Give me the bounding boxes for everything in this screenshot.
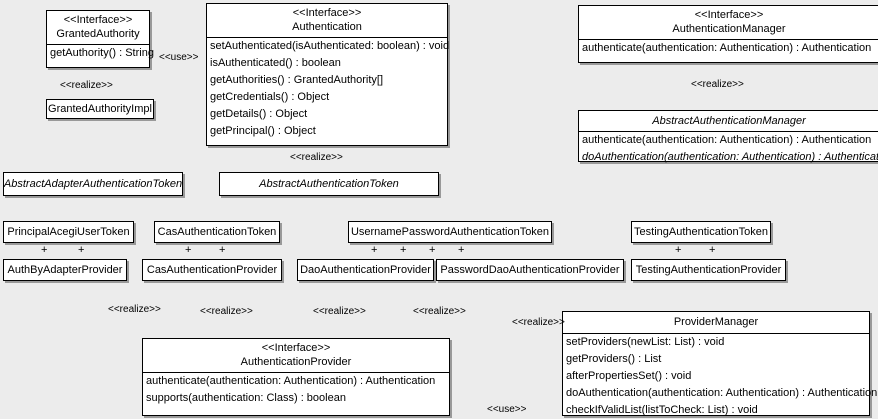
- edge-label-realize-abstract-authentication-manager: <<realize>>: [691, 79, 744, 90]
- member-row: getDetails() : Object: [210, 108, 308, 120]
- class-granted-authority-impl[interactable]: GrantedAuthorityImpl: [46, 99, 154, 119]
- member-row: getCredentials() : Object: [210, 91, 330, 103]
- member-row: getAuthority() : String: [50, 47, 154, 59]
- class-name: CasAuthenticationProvider: [146, 264, 278, 276]
- members-compartment: authenticate(authentication: Authenticat…: [579, 40, 878, 57]
- members-compartment: getAuthority() : String: [47, 45, 154, 62]
- member-row: authenticate(authentication: Authenticat…: [146, 375, 436, 387]
- edge-label-realize-testing-provider: <<realize>>: [512, 317, 565, 328]
- section-divider: [563, 333, 869, 334]
- class-name: PasswordDaoAuthenticationProvider: [440, 264, 620, 276]
- class-header: <<Interface>> Authentication: [207, 4, 447, 37]
- edge-label-realize-grantedauthorityimpl: <<realize>>: [60, 80, 113, 91]
- class-name: GrantedAuthority: [56, 28, 140, 40]
- class-principal-acegi-user-token[interactable]: PrincipalAcegiUserToken: [3, 221, 134, 243]
- assoc-multiplicity-marker: +: [185, 244, 192, 256]
- class-abstract-adapter-authentication-token[interactable]: AbstractAdapterAuthenticationToken: [3, 172, 183, 196]
- section-divider: [579, 131, 878, 132]
- class-name: Authentication: [292, 21, 362, 33]
- assoc-multiplicity-marker: +: [458, 244, 465, 256]
- class-authentication[interactable]: <<Interface>> Authentication setAuthenti…: [206, 3, 450, 146]
- member-row: getAuthorities() : GrantedAuthority[]: [210, 74, 384, 86]
- class-testing-authentication-provider[interactable]: TestingAuthenticationProvider: [631, 259, 786, 281]
- edge-label-realize-password-dao-provider: <<realize>>: [413, 306, 466, 317]
- stereotype-label: <<Interface>>: [694, 9, 764, 21]
- edge-label-realize-cas-provider: <<realize>>: [200, 306, 253, 317]
- class-name: GrantedAuthorityImpl: [48, 103, 152, 115]
- class-granted-authority[interactable]: <<Interface>> GrantedAuthority getAuthor…: [46, 10, 154, 68]
- class-authentication-manager[interactable]: <<Interface>> AuthenticationManager auth…: [578, 5, 878, 63]
- class-cas-authentication-provider[interactable]: CasAuthenticationProvider: [142, 259, 282, 281]
- class-header: <<Interface>> GrantedAuthority: [47, 11, 149, 44]
- class-header: <<Interface>> AuthenticationProvider: [143, 339, 449, 372]
- stereotype-label: <<Interface>>: [261, 342, 331, 354]
- member-row: checkIfValidList(listToCheck: List) : vo…: [566, 404, 758, 416]
- member-row: authenticate(authentication: Authenticat…: [582, 134, 872, 146]
- class-dao-authentication-provider[interactable]: DaoAuthenticationProvider: [297, 259, 434, 281]
- edge-label-use-provider-manager: <<use>>: [487, 404, 527, 415]
- class-cas-authentication-token[interactable]: CasAuthenticationToken: [154, 221, 280, 243]
- class-name: DaoAuthenticationProvider: [300, 264, 431, 276]
- assoc-multiplicity-marker: +: [709, 244, 716, 256]
- assoc-multiplicity-marker: +: [675, 244, 682, 256]
- members-compartment: authenticate(authentication: Authenticat…: [579, 132, 878, 166]
- member-row: setProviders(newList: List) : void: [566, 336, 725, 348]
- section-divider: [207, 37, 447, 38]
- assoc-multiplicity-marker: +: [219, 244, 226, 256]
- member-row: afterPropertiesSet() : void: [566, 370, 692, 382]
- class-name: UsernamePasswordAuthenticationToken: [350, 226, 550, 238]
- member-row: authenticate(authentication: Authenticat…: [582, 42, 872, 54]
- members-compartment: setAuthenticated(isAuthenticated: boolea…: [207, 38, 450, 140]
- member-row: doAuthentication(authentication: Authent…: [582, 151, 878, 163]
- class-testing-authentication-token[interactable]: TestingAuthenticationToken: [631, 221, 771, 243]
- member-row: setAuthenticated(isAuthenticated: boolea…: [210, 40, 450, 52]
- class-name: AbstractAuthenticationManager: [652, 115, 806, 127]
- section-divider: [579, 39, 878, 40]
- class-name: AbstractAuthenticationToken: [259, 178, 399, 190]
- class-name: TestingAuthenticationProvider: [635, 264, 782, 276]
- member-row: supports(authentication: Class) : boolea…: [146, 392, 346, 404]
- class-header: <<Interface>> AuthenticationManager: [579, 6, 878, 39]
- class-provider-manager[interactable]: ProviderManager setProviders(newList: Li…: [562, 311, 878, 419]
- member-row: getProviders() : List: [566, 353, 662, 365]
- class-header: ProviderManager: [563, 312, 869, 333]
- members-compartment: setProviders(newList: List) : void getPr…: [563, 334, 878, 419]
- class-name: AbstractAdapterAuthenticationToken: [3, 178, 183, 190]
- class-abstract-authentication-manager[interactable]: AbstractAuthenticationManager authentica…: [578, 110, 878, 163]
- class-name: ProviderManager: [673, 316, 759, 328]
- edge-label-use-authentication-grantedauthority: <<use>>: [159, 52, 199, 63]
- edge-label-realize-dao-provider: <<realize>>: [313, 306, 366, 317]
- assoc-multiplicity-marker: +: [400, 244, 407, 256]
- member-row: doAuthentication(authentication: Authent…: [566, 387, 878, 399]
- stereotype-label: <<Interface>>: [292, 7, 362, 19]
- class-name: AuthenticationManager: [672, 23, 786, 35]
- class-name: TestingAuthenticationToken: [634, 226, 768, 238]
- member-row: getPrincipal() : Object: [210, 125, 316, 137]
- class-name: PrincipalAcegiUserToken: [7, 226, 130, 238]
- class-auth-by-adapter-provider[interactable]: AuthByAdapterProvider: [3, 259, 127, 281]
- assoc-multiplicity-marker: +: [429, 244, 436, 256]
- member-row: isAuthenticated() : boolean: [210, 57, 341, 69]
- stereotype-label: <<Interface>>: [63, 14, 133, 26]
- edge-label-realize-auth-by-adapter: <<realize>>: [108, 304, 161, 315]
- class-name: AuthByAdapterProvider: [7, 264, 123, 276]
- class-name: CasAuthenticationToken: [157, 226, 277, 238]
- members-compartment: authenticate(authentication: Authenticat…: [143, 373, 449, 407]
- section-divider: [143, 372, 449, 373]
- class-header: AbstractAuthenticationManager: [579, 111, 878, 131]
- class-abstract-authentication-token[interactable]: AbstractAuthenticationToken: [219, 172, 439, 196]
- class-name: AuthenticationProvider: [240, 356, 352, 368]
- assoc-multiplicity-marker: +: [371, 244, 378, 256]
- section-divider: [47, 44, 149, 45]
- assoc-multiplicity-marker: +: [78, 244, 85, 256]
- assoc-multiplicity-marker: +: [41, 244, 48, 256]
- edge-label-realize-abstract-authentication-token: <<realize>>: [290, 152, 343, 163]
- class-username-password-authentication-token[interactable]: UsernamePasswordAuthenticationToken: [348, 221, 552, 243]
- class-authentication-provider[interactable]: <<Interface>> AuthenticationProvider aut…: [142, 338, 450, 416]
- class-password-dao-authentication-provider[interactable]: PasswordDaoAuthenticationProvider: [436, 259, 624, 281]
